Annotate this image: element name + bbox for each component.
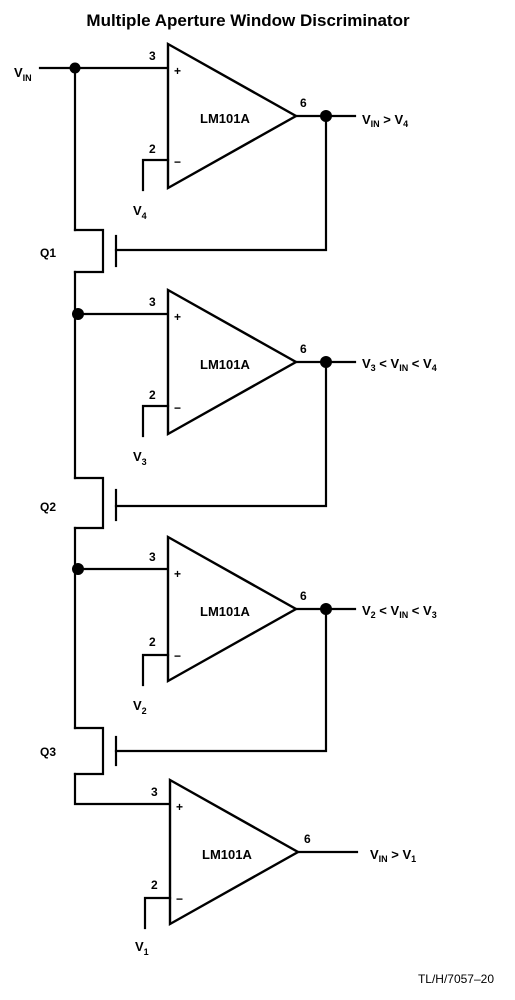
amplifier-2-body — [166, 287, 299, 437]
amplifier-4-pin3: 3 — [151, 785, 158, 799]
amplifier-1-pin2: 2 — [149, 142, 156, 156]
amplifier-1-body — [166, 41, 299, 191]
diagram-title: Multiple Aperture Window Discriminator — [86, 11, 410, 30]
input-label: VIN — [14, 65, 32, 83]
transistor-q3-channel — [73, 726, 105, 776]
amplifier-3-feedback-wire — [114, 607, 328, 753]
amplifier-3-pin2: 2 — [149, 635, 156, 649]
amplifier-3-output-label: V2 < VIN < V3 — [362, 603, 437, 620]
amplifier-3-chip-label: LM101A — [200, 604, 250, 619]
amplifier-4-body — [168, 777, 301, 927]
amplifier-2-chip-label: LM101A — [200, 357, 250, 372]
amplifier-3-minus-sign: − — [174, 649, 181, 663]
amplifier-1-plus-sign: + — [174, 64, 181, 78]
amplifier-4-plus-sign: + — [176, 800, 183, 814]
amplifier-3-inverting-wire — [141, 653, 170, 687]
amplifier-1: LM101A + − 3 2 6 V4 VIN > V4 — [114, 41, 408, 252]
amplifier-4-input-wire — [73, 772, 172, 806]
amplifier-4-reference-label: V1 — [135, 939, 149, 957]
amplifier-4: LM101A + − 3 2 6 V1 VIN > V1 — [135, 777, 416, 957]
amplifier-1-pin6: 6 — [300, 96, 307, 110]
amplifier-3-pin3: 3 — [149, 550, 156, 564]
amplifier-2-plus-sign: + — [174, 310, 181, 324]
amplifier-2-inverting-wire — [141, 404, 170, 438]
amplifier-4-minus-sign: − — [176, 892, 183, 906]
amplifier-2-output-label: V3 < VIN < V4 — [362, 356, 437, 373]
amplifier-1-feedback-wire — [114, 114, 328, 252]
amplifier-1-inverting-wire — [141, 158, 170, 192]
amplifier-4-pin6: 6 — [304, 832, 311, 846]
transistor-q2: Q2 — [40, 476, 118, 530]
amplifier-4-chip-label: LM101A — [202, 847, 252, 862]
amplifier-2: LM101A + − 3 2 6 V3 V3 < VIN < V4 — [114, 287, 437, 508]
amplifier-1-minus-sign: − — [174, 155, 181, 169]
amplifier-1-reference-label: V4 — [133, 203, 147, 221]
transistor-q2-label: Q2 — [40, 500, 56, 514]
amplifier-3-reference-label: V2 — [133, 698, 147, 716]
transistor-q1: Q1 — [40, 228, 118, 274]
amplifier-2-pin6: 6 — [300, 342, 307, 356]
transistor-q1-label: Q1 — [40, 246, 56, 260]
amplifier-4-output-label: VIN > V1 — [370, 847, 416, 864]
transistor-q3-label: Q3 — [40, 745, 56, 759]
transistor-q3: Q3 — [40, 726, 118, 776]
figure-reference: TL/H/7057–20 — [418, 972, 494, 986]
amplifier-2-reference-label: V3 — [133, 449, 147, 467]
amplifier-3-plus-sign: + — [174, 567, 181, 581]
amplifier-2-pin2: 2 — [149, 388, 156, 402]
amplifier-2-feedback-wire — [114, 360, 328, 508]
amplifier-2-pin3: 3 — [149, 295, 156, 309]
amplifier-1-chip-label: LM101A — [200, 111, 250, 126]
amplifier-3: LM101A + − 3 2 6 V2 V2 < VIN < V3 — [114, 534, 437, 753]
amplifier-3-body — [166, 534, 299, 684]
amplifier-1-pin3: 3 — [149, 49, 156, 63]
amplifier-4-pin2: 2 — [151, 878, 158, 892]
transistor-q1-channel — [73, 228, 105, 274]
amplifier-1-output-label: VIN > V4 — [362, 112, 408, 129]
amplifier-4-inverting-wire — [143, 896, 172, 930]
transistor-q2-channel — [73, 476, 105, 530]
amplifier-2-minus-sign: − — [174, 401, 181, 415]
amplifier-3-pin6: 6 — [300, 589, 307, 603]
